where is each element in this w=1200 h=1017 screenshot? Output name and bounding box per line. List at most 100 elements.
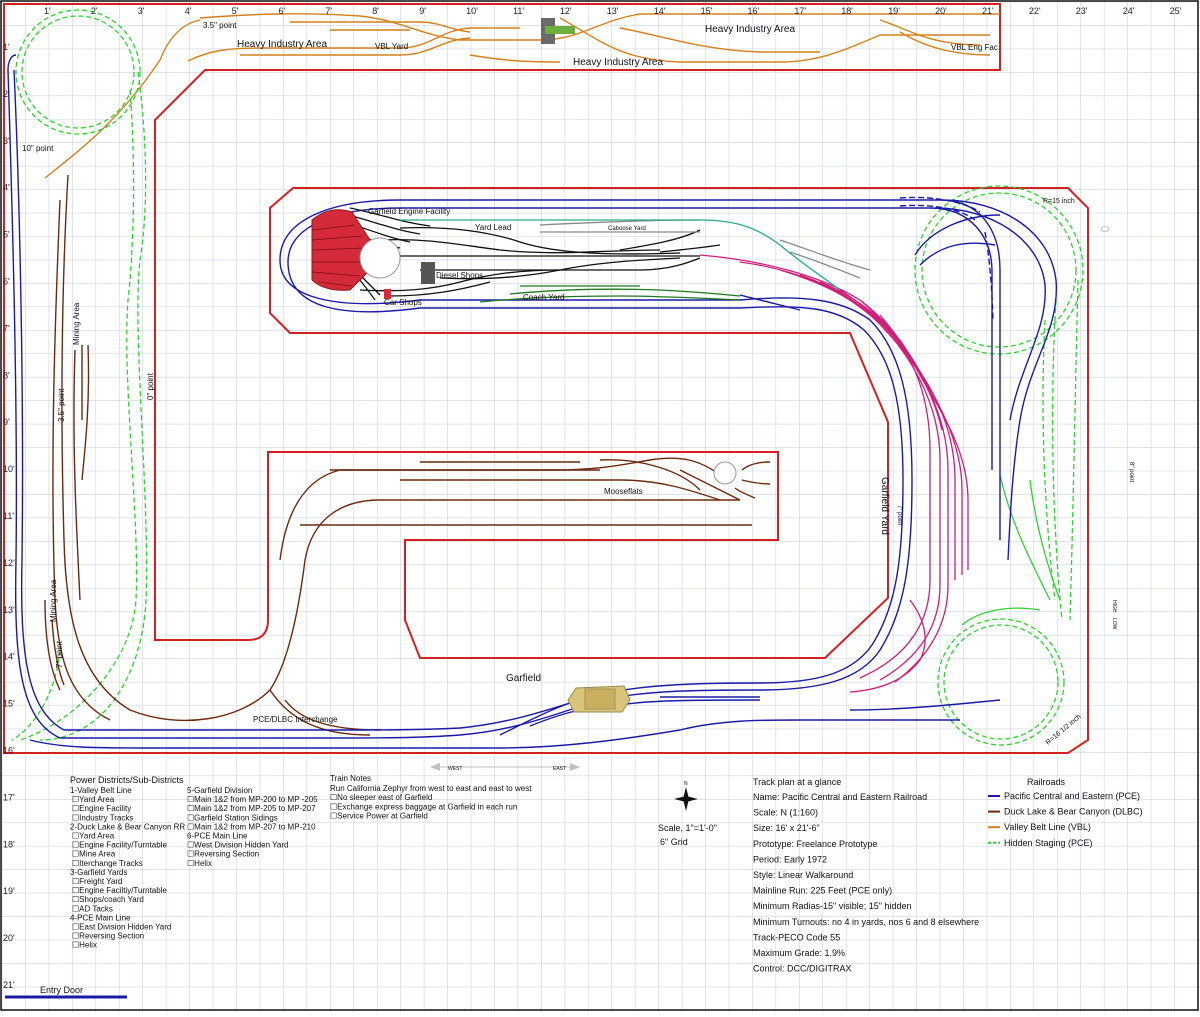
power-district-item: ☐Mine Area	[72, 850, 116, 859]
power-district-item: ☐Reversing Section	[72, 932, 144, 941]
axis-left-label: 1'	[3, 42, 10, 52]
power-district-item: 3-Garfield Yards	[70, 868, 128, 877]
axis-top-label: 15'	[701, 6, 713, 16]
west-label: WEST	[448, 766, 462, 772]
power-district-item: 4-PCE Main Line	[70, 913, 131, 922]
power-district-item: 5-Garfield Division	[187, 786, 252, 795]
power-district-item: ☐Iterchange Tracks	[72, 859, 143, 868]
power-district-item: ☐Helix	[187, 859, 212, 868]
power-district-item: ☐East Division Hidden Yard	[72, 923, 171, 932]
glance-item: Mainline Run: 225 Feet (PCE only)	[753, 886, 892, 896]
point-35-top-label: 3.5" point	[203, 21, 237, 30]
power-district-item: ☐Industry Tracks	[72, 813, 133, 822]
axis-left-label: 14'	[3, 652, 15, 662]
garfield-station	[567, 685, 631, 713]
power-districts-col2: 5-Garfield Division☐Main 1&2 from MP-200…	[187, 786, 318, 868]
axis-top-label: 6'	[279, 6, 286, 16]
diesel-shops-label: Diesel Shops	[436, 271, 483, 280]
axis-left-label: 17'	[3, 792, 15, 802]
power-district-item: ☐Garfield Station Sidings	[187, 813, 278, 822]
garfield-label: Garfield	[506, 673, 541, 684]
glance-item: Size: 16' x 21'-6"	[753, 823, 820, 833]
interchange-label: PCE/DLBC Interchange	[253, 715, 338, 724]
axis-top-label: 9'	[419, 6, 426, 16]
engine-facility-tracks	[334, 207, 721, 301]
power-district-item: ☐Freight Yard	[72, 877, 122, 886]
glance-item: Prototype: Freelance Prototype	[753, 839, 878, 849]
vbl-tracks	[44, 13, 1000, 179]
power-district-item: 2-Duck Lake & Bear Canyon RR	[70, 822, 185, 831]
mining-area-label-1: Mining Area	[72, 302, 81, 345]
power-district-item: ☐Engine Facility	[72, 804, 131, 813]
glance-title: Track plan at a glance	[753, 777, 841, 787]
axis-top-label: 18'	[841, 6, 853, 16]
high-low-label: HIGH	[1111, 600, 1117, 613]
point-0-label: 0" point	[146, 372, 155, 400]
glance-item: Style: Linear Walkaround	[753, 870, 853, 880]
axis-top-label: 24'	[1123, 6, 1135, 16]
power-district-item: ☐Yard Area	[72, 832, 115, 841]
power-district-item: ☐Main 1&2 from MP-200 to MP -205	[187, 795, 318, 804]
axis-left-label: 10'	[3, 464, 15, 474]
diesel-shop-building	[421, 262, 435, 284]
power-district-item: ☐Reversing Section	[187, 850, 259, 859]
low-high-label: LOW	[1111, 618, 1117, 630]
car-shop-building	[384, 289, 391, 299]
staging-tracks	[11, 9, 1084, 746]
axis-top-label: 17'	[794, 6, 806, 16]
benchwork-outline	[3, 3, 1089, 754]
axis-left-label: 5'	[3, 230, 10, 240]
axis-top-label: 21'	[982, 6, 994, 16]
axis-top-label: 25'	[1170, 6, 1182, 16]
power-district-item: ☐AD Tacks	[72, 904, 113, 913]
axis-left-label: 8'	[3, 370, 10, 380]
svg-text:N: N	[684, 781, 688, 787]
axis-left-label: 16'	[3, 746, 15, 756]
mining-area-label-2: Mining Area	[49, 579, 58, 622]
engine-facility-label: Garfield Engine Facility	[368, 207, 450, 216]
axis-top-label: 19'	[888, 6, 900, 16]
power-district-item: 1-Valley Belt Line	[70, 786, 132, 795]
axis-left-label: 4'	[3, 183, 10, 193]
vbl-engine-house	[541, 18, 575, 44]
scale-note: Scale, 1"=1'-0"	[658, 823, 717, 833]
glance-item: Maximum Grade: 1.9%	[753, 948, 845, 958]
heavy-industry-label-1: Heavy Industry Area	[237, 39, 327, 50]
train-note-item: ☐Exchange express baggage at Garfield in…	[330, 802, 517, 811]
axis-top-label: 10'	[466, 6, 478, 16]
garfield-yard-label: Garfield Yard	[879, 477, 890, 535]
elevation-marker	[1100, 226, 1110, 232]
axis-top-label: 8'	[372, 6, 379, 16]
point-10-label: 10" point	[22, 144, 54, 153]
coach-yard-tracks	[479, 285, 741, 303]
axis-left-label: 13'	[3, 605, 15, 615]
map-labels: Heavy Industry Area Heavy Industry Area …	[22, 21, 1134, 747]
axis-top-label: 7'	[325, 6, 332, 16]
power-district-item: ☐West Division Hidden Yard	[187, 841, 288, 850]
east-label: EAST	[553, 766, 566, 772]
train-note-item: ☐No sleeper east of Garfield	[330, 793, 432, 802]
mooseflats-label: Mooseflats	[604, 487, 643, 496]
glance-item: Name: Pacific Central and Eastern Railro…	[753, 792, 927, 802]
caboose-yard-tracks	[539, 219, 871, 279]
axis-left-label: 11'	[3, 511, 14, 521]
roundhouse	[311, 209, 401, 291]
axis-top-label: 13'	[607, 6, 619, 16]
legend-item: Duck Lake & Bear Canyon (DLBC)	[1004, 807, 1143, 817]
dlbc-turntable	[713, 461, 737, 485]
axis-top-label: 16'	[748, 6, 760, 16]
point-8-label: 8" point	[1128, 462, 1134, 482]
axis-top-label: 20'	[935, 6, 947, 16]
garfield-yard-tracks	[699, 254, 969, 693]
axis-top-label: 23'	[1076, 6, 1088, 16]
point-7-yard-label: 7" point	[896, 505, 902, 525]
power-districts-title: Power Districts/Sub-Districts	[70, 775, 184, 785]
r15-label: R=15 inch	[1043, 198, 1075, 205]
coach-yard-label: Coach Yard	[523, 293, 565, 302]
teal-lead-track	[400, 219, 841, 291]
train-note-item: ☐Service Power at Garfield	[330, 812, 428, 821]
train-notes-title: Train Notes	[330, 774, 371, 783]
